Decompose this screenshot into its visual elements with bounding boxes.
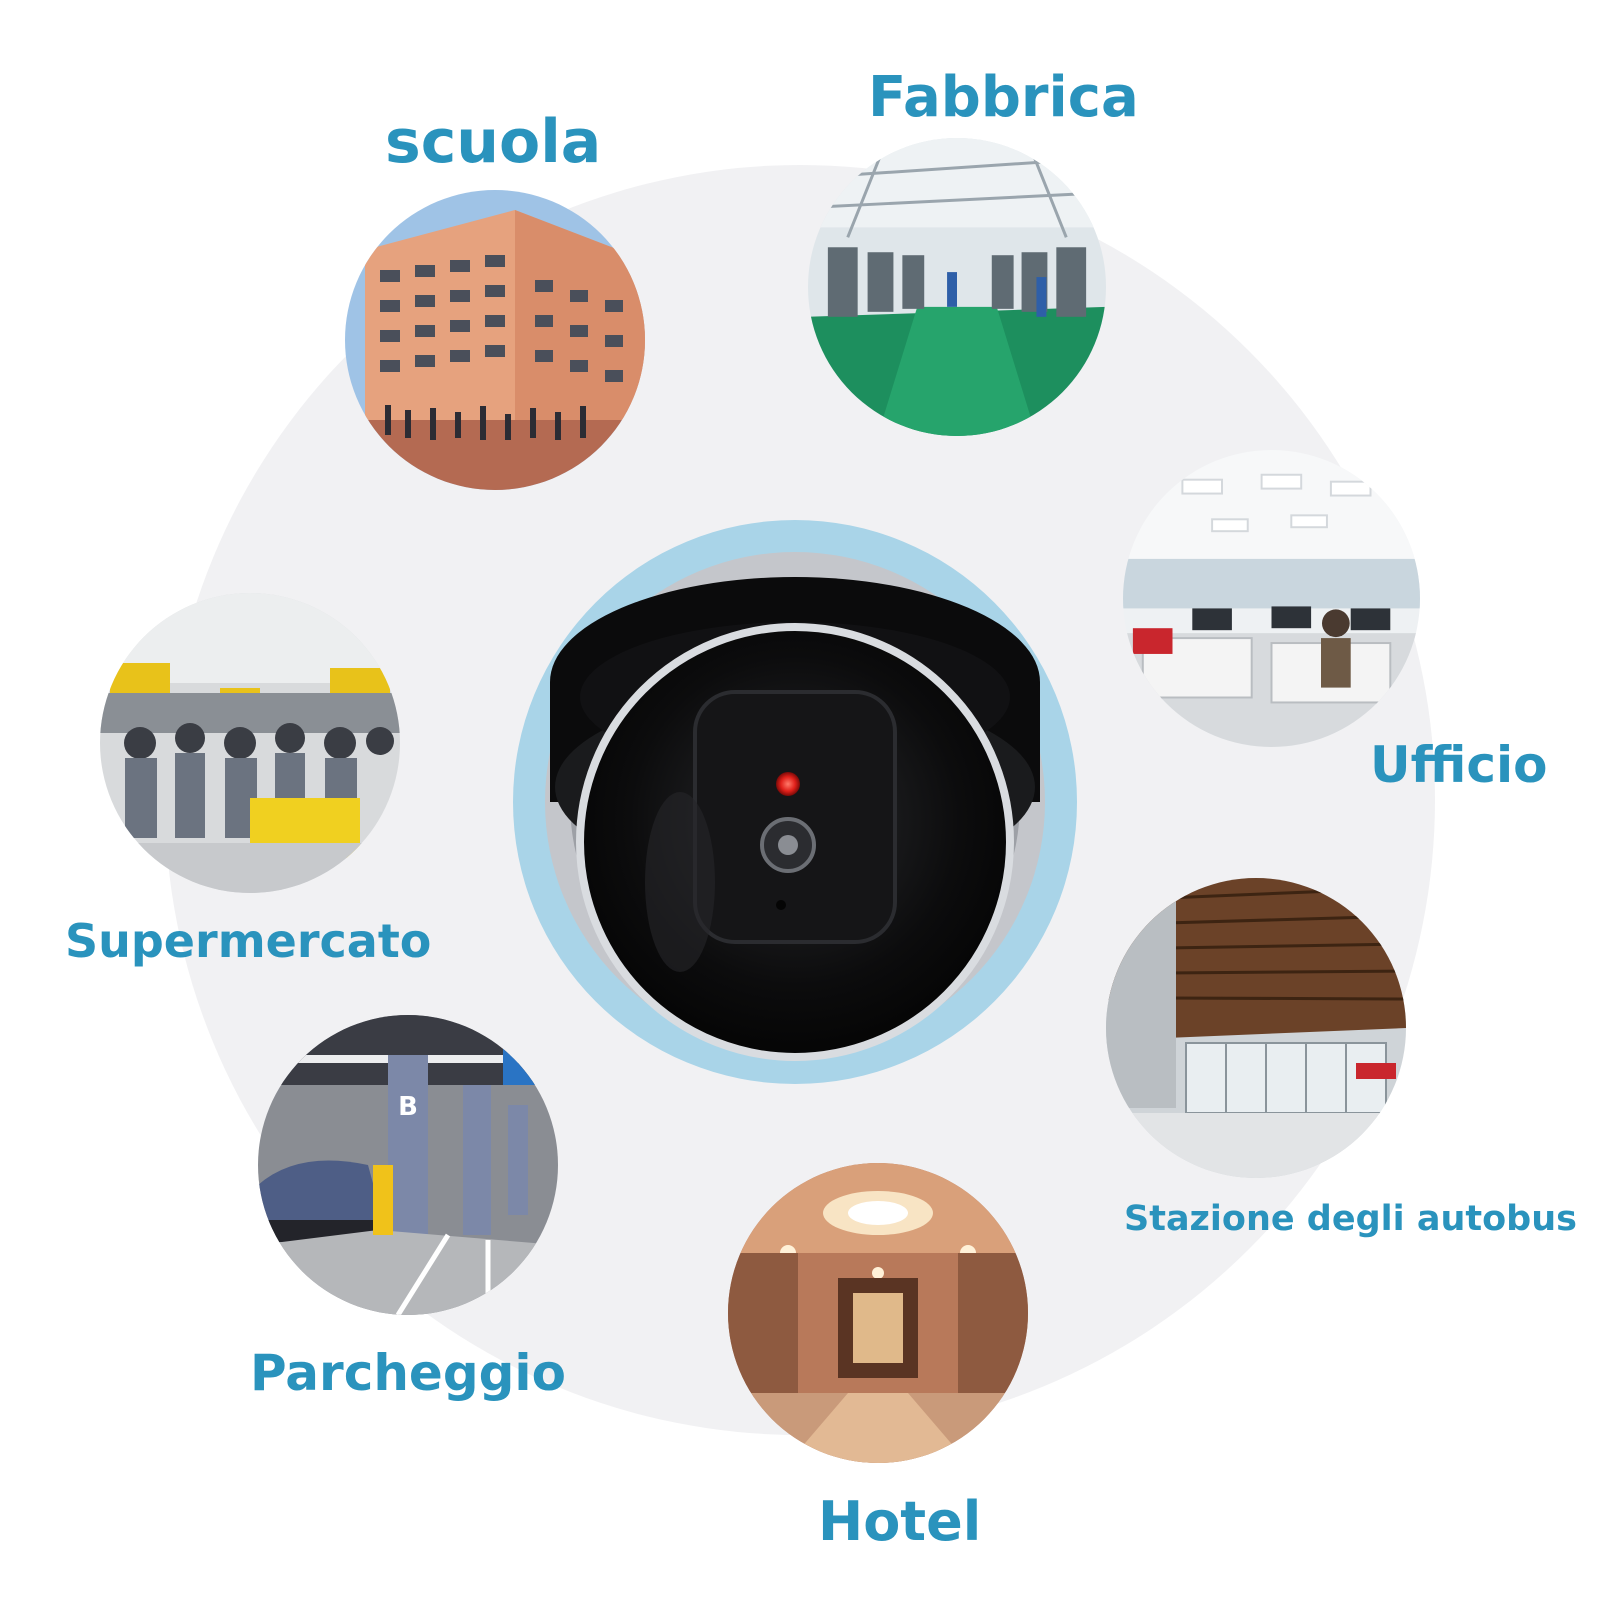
supermarket-photo [100,593,400,893]
dome-camera [505,512,1085,1092]
hotel-photo [728,1163,1028,1463]
label-bus-station: Stazione degli autobus [1124,1199,1577,1239]
label-factory: Fabbrica [868,65,1139,130]
label-hotel: Hotel [818,1490,982,1553]
factory-photo [808,138,1106,436]
label-school: scuola [385,107,602,177]
led-indicator-icon [776,772,800,796]
bus-station-photo [1106,878,1406,1178]
svg-text:B: B [398,1092,418,1122]
office-photo [1123,450,1420,747]
label-office: Ufficio [1370,736,1548,794]
label-parking: Parcheggio [250,1344,566,1402]
label-supermarket: Supermercato [65,914,432,968]
school-photo [345,190,645,490]
